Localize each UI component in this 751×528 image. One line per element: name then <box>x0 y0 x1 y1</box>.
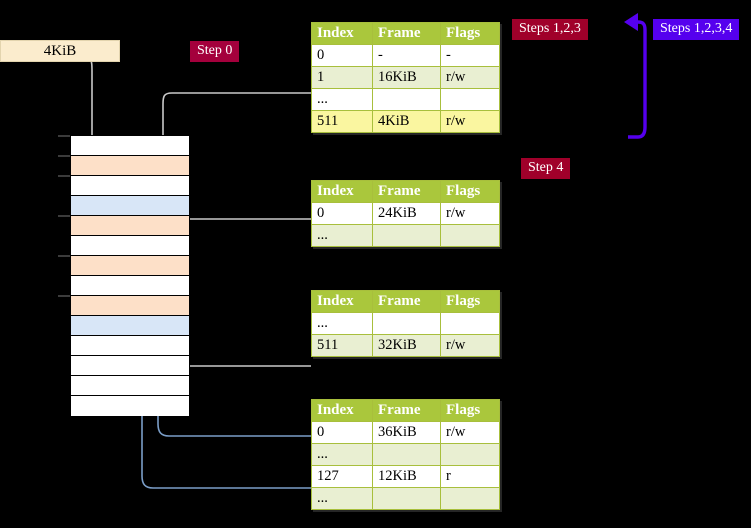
table-cell: ... <box>311 224 373 247</box>
memory-grid-row <box>71 136 189 156</box>
table-cell: 0 <box>311 44 373 67</box>
table-row: ... <box>311 224 500 247</box>
badge-step4: Step 4 <box>521 158 571 179</box>
column-header: Flags <box>440 399 500 422</box>
table-cell: r/w <box>440 334 500 357</box>
table-cell: ... <box>311 487 373 510</box>
connector-grid-to-pdpt <box>178 218 311 249</box>
table-row: ... <box>311 443 500 466</box>
table-cell: 511 <box>311 110 373 133</box>
badge-step0: Step 0 <box>190 41 240 62</box>
badge-step0-label: Step 0 <box>197 43 233 58</box>
connector-grid-row9-up <box>172 301 311 367</box>
column-header: Frame <box>372 180 441 203</box>
table-row: 0-- <box>311 44 500 67</box>
badge-steps-123: Steps 1,2,3 <box>512 19 588 40</box>
table-cell: 0 <box>311 202 373 225</box>
table-cell: 32KiB <box>372 334 441 357</box>
badge-steps-1234-label: Steps 1,2,3,4 <box>660 21 733 36</box>
table-cell <box>372 487 441 510</box>
memory-grid-row <box>71 296 189 316</box>
column-header: Index <box>311 22 373 45</box>
column-header: Index <box>311 180 373 203</box>
column-header: Frame <box>372 22 441 45</box>
memory-grid-row <box>71 196 189 216</box>
table-cell: ... <box>311 88 373 111</box>
table-cell: ... <box>311 443 373 466</box>
table-cell <box>440 224 500 247</box>
memory-grid-row <box>71 396 189 416</box>
table-cell: r <box>440 465 500 488</box>
memory-grid-row <box>71 356 189 376</box>
memory-grid-row <box>71 216 189 236</box>
table-cell <box>440 443 500 466</box>
table-cell <box>372 224 441 247</box>
memory-grid-row <box>71 256 189 276</box>
table-cell: 12KiB <box>372 465 441 488</box>
table-cell <box>440 88 500 111</box>
table-cell <box>440 312 500 335</box>
column-header: Index <box>311 399 373 422</box>
memory-grid-row <box>71 276 189 296</box>
table-cell <box>372 443 441 466</box>
column-header: Flags <box>440 22 500 45</box>
memory-grid-row <box>71 316 189 336</box>
table-row: ... <box>311 312 500 335</box>
memory-size-label: 4KiB <box>43 43 77 59</box>
table-cell: - <box>440 44 500 67</box>
table-cell: r/w <box>440 202 500 225</box>
connector-steps-loop-arrow <box>624 13 647 139</box>
column-header: Flags <box>440 290 500 313</box>
table-cell: ... <box>311 312 373 335</box>
connector-membox-to-grid <box>89 55 99 150</box>
table-cell: r/w <box>440 110 500 133</box>
table-cell: 4KiB <box>372 110 441 133</box>
table-cell: 127 <box>311 465 373 488</box>
memory-size-box: 4KiB <box>0 40 120 62</box>
table-cell: 36KiB <box>372 421 441 444</box>
badge-steps-123-label: Steps 1,2,3 <box>519 21 581 36</box>
table-cell: 511 <box>311 334 373 357</box>
table-cell: 24KiB <box>372 202 441 225</box>
memory-grid-row <box>71 156 189 176</box>
table-cell <box>440 487 500 510</box>
memory-grid-row <box>71 376 189 396</box>
column-header: Frame <box>372 290 441 313</box>
memory-grid <box>70 135 190 416</box>
column-header: Flags <box>440 180 500 203</box>
table-row: ... <box>311 487 500 510</box>
badge-step4-label: Step 4 <box>528 160 564 175</box>
memory-grid-row <box>71 176 189 196</box>
table-cell: 1 <box>311 66 373 89</box>
badge-steps-1234: Steps 1,2,3,4 <box>653 19 740 40</box>
memory-grid-row <box>71 336 189 356</box>
column-header: Index <box>311 290 373 313</box>
table-cell: - <box>372 44 441 67</box>
table-cell <box>372 312 441 335</box>
table-cell: r/w <box>440 421 500 444</box>
table-cell: r/w <box>440 66 500 89</box>
table-cell: 0 <box>311 421 373 444</box>
memory-grid-row <box>71 236 189 256</box>
table-row: ... <box>311 88 500 111</box>
table-cell <box>372 88 441 111</box>
table-cell: 16KiB <box>372 66 441 89</box>
column-header: Frame <box>372 399 441 422</box>
